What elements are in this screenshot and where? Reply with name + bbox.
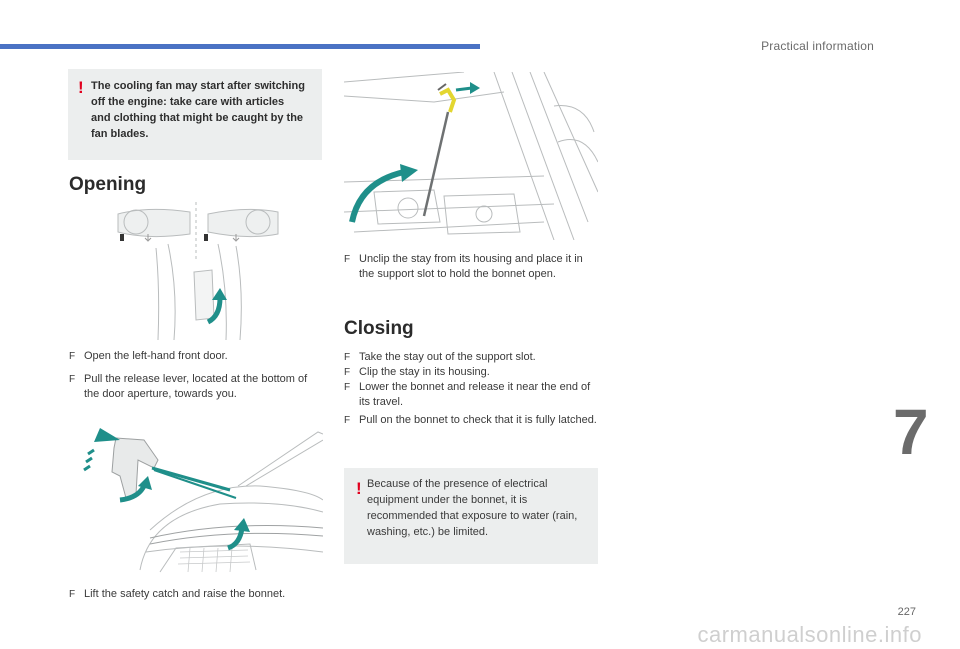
step-bullet: F — [69, 351, 76, 362]
release-lever-illustration — [108, 200, 288, 342]
step-bullet: F — [344, 367, 351, 378]
header-accent-bar — [0, 44, 480, 49]
step-unclip-stay: F Unclip the stay from its housing and p… — [344, 253, 583, 280]
safety-catch-drawing — [83, 428, 323, 573]
step-bullet: F — [69, 589, 76, 600]
fan-warning-text: The cooling fan may start after switchin… — [91, 80, 305, 140]
arrow-icon — [94, 428, 120, 442]
step-open-door: F Open the left-hand front door. — [69, 350, 228, 362]
warning-icon: ! — [78, 78, 84, 97]
step-bullet: F — [344, 382, 351, 393]
release-lever-drawing — [117, 202, 279, 341]
bonnet-stay-drawing — [344, 72, 598, 240]
fan-warning-box: ! The cooling fan may start after switch… — [68, 69, 322, 160]
step-pull-bonnet: F Pull on the bonnet to check that it is… — [344, 414, 597, 426]
step-bullet: F — [344, 254, 351, 265]
watermark: carmanualsonline.info — [697, 622, 922, 647]
step-bullet: F — [344, 415, 351, 426]
opening-heading: Opening — [69, 174, 147, 195]
water-warning-box: ! Because of the presence of electrical … — [344, 468, 598, 564]
bonnet-stay-illustration — [344, 72, 598, 240]
step-bullet: F — [344, 352, 351, 363]
step-take-stay-out: F Take the stay out of the support slot. — [344, 351, 536, 363]
step-lift-catch: F Lift the safety catch and raise the bo… — [69, 588, 286, 600]
step-clip-stay: F Clip the stay in its housing. — [344, 366, 490, 378]
step-bullet: F — [69, 374, 76, 385]
arrow-icon — [206, 297, 223, 325]
step-pull-lever: F Pull the release lever, located at the… — [69, 373, 308, 400]
closing-heading: Closing — [344, 318, 414, 339]
step-lower-bonnet: F Lower the bonnet and release it near t… — [344, 381, 591, 408]
warning-icon: ! — [356, 479, 362, 498]
arrow-icon — [455, 86, 473, 92]
safety-catch-illustration — [80, 420, 323, 578]
water-warning-text: Because of the presence of electrical eq… — [367, 478, 578, 538]
chapter-number: 7 — [893, 396, 929, 468]
section-title: Practical information — [761, 39, 874, 53]
page-number: 227 — [897, 606, 916, 618]
